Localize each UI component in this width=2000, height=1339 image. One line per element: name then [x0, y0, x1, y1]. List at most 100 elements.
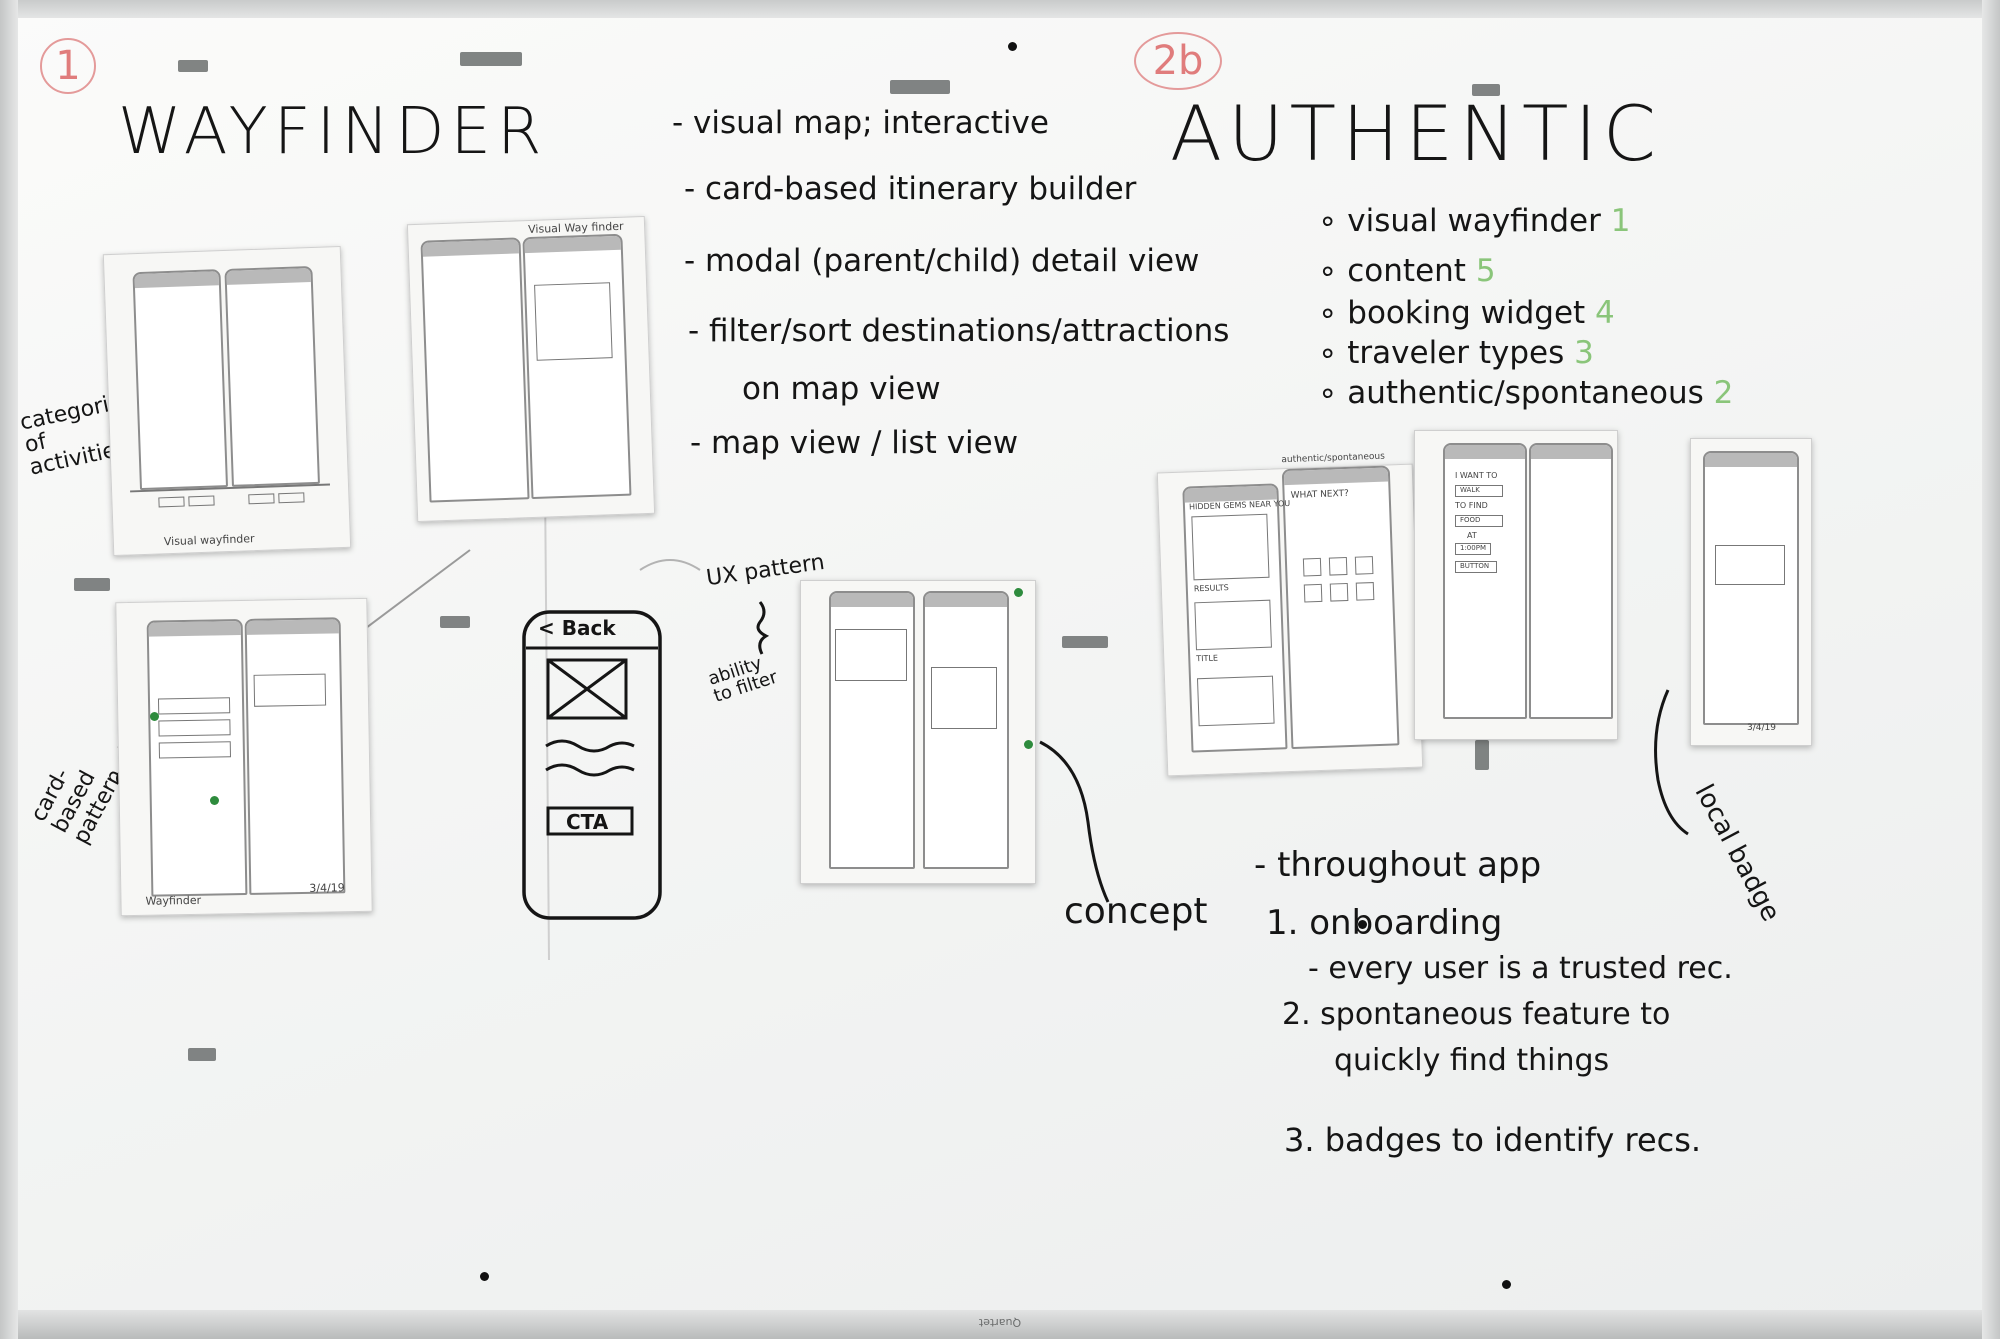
wireframe-filter-list	[931, 667, 997, 729]
rank-badge: 3	[1574, 335, 1594, 371]
green-sticker-dot	[1024, 740, 1033, 749]
feature-bullet-text: authentic/spontaneous	[1347, 375, 1704, 411]
feature-bullet-text: booking widget	[1347, 295, 1586, 331]
wireframe-phone	[1443, 443, 1527, 719]
magnet-dot	[1008, 42, 1017, 51]
wireframe-phone	[420, 237, 530, 503]
magnet-dot	[1358, 920, 1367, 929]
list-line: 2. spontaneous feature to	[1282, 997, 1671, 1032]
wireframe-phone	[132, 269, 229, 491]
tape-strip	[1472, 84, 1500, 96]
feature-bullet-text: content	[1347, 253, 1466, 289]
wireframe-sheet: I WANT TO WALK TO FIND FOOD AT 1:00PM BU…	[1414, 430, 1618, 740]
note-line: - card-based itinerary builder	[684, 171, 1137, 207]
wireframe-button: BUTTON	[1455, 561, 1497, 573]
feature-bullet-text: visual wayfinder	[1347, 203, 1601, 239]
rank-badge: 1	[1610, 203, 1631, 239]
green-sticker-dot	[210, 796, 219, 805]
board-frame-left	[0, 0, 18, 1339]
wireframe-map	[835, 629, 907, 681]
sketch-cta-label: CTA	[566, 810, 609, 834]
wireframe-phone	[224, 265, 320, 487]
wireframe-phone	[1529, 443, 1613, 719]
section-number-circle: 2b	[1134, 32, 1222, 90]
tape-strip	[440, 616, 470, 628]
rank-badge: 2	[1713, 375, 1734, 411]
green-sticker-dot	[150, 712, 159, 721]
feature-bullet: ∘ authentic/spontaneous 2	[1318, 375, 1734, 411]
wireframe-tile	[1329, 582, 1349, 602]
wireframe-field: WALK	[1455, 485, 1503, 497]
wireframe-phone	[244, 617, 346, 895]
sheet-text: RESULTS	[1193, 583, 1229, 594]
magnet-dot	[1502, 1280, 1511, 1289]
wireframe-button	[188, 495, 215, 507]
rank-badge: 5	[1475, 253, 1496, 289]
wireframe-phone	[923, 591, 1009, 869]
wireframe-card	[158, 719, 231, 737]
wireframe-image	[1194, 599, 1272, 651]
list-line: quickly find things	[1334, 1043, 1610, 1078]
feature-bullet: ∘ booking widget 4	[1318, 295, 1615, 331]
tape-strip	[1475, 740, 1489, 770]
sheet-text: I WANT TO	[1455, 471, 1498, 480]
wireframe-card	[158, 741, 232, 759]
note-line: - visual map; interactive	[672, 105, 1049, 141]
label-concept: concept	[1064, 891, 1208, 932]
tape-strip	[188, 1048, 216, 1061]
wireframe-sheet: Wayfinder 3/4/19	[115, 597, 373, 917]
wireframe-sheet: 3/4/19	[1690, 438, 1812, 746]
wireframe-tile	[1302, 557, 1322, 577]
tape-strip	[178, 60, 208, 72]
wireframe-phone	[522, 233, 632, 500]
board-frame-right	[1982, 0, 2000, 1339]
wireframe-button	[158, 496, 185, 508]
note-line: on map view	[742, 371, 941, 407]
wireframe-image	[1715, 545, 1785, 585]
wireframe-phone	[1281, 465, 1400, 750]
wireframe-card	[157, 697, 231, 715]
wireframe-tile	[1303, 583, 1323, 603]
feature-bullet: ∘ traveler types 3	[1318, 335, 1594, 371]
green-sticker-dot	[1014, 588, 1023, 597]
feature-bullet: ∘ visual wayfinder 1	[1318, 203, 1631, 239]
wireframe-image	[1196, 675, 1275, 727]
board-frame-top	[0, 0, 2000, 18]
wireframe-map	[534, 282, 613, 361]
list-line: - every user is a trusted rec.	[1308, 951, 1733, 986]
note-line: - filter/sort destinations/attractions	[688, 313, 1230, 349]
wireframe-map	[1191, 513, 1270, 581]
sketch-back-label: < Back	[538, 616, 616, 640]
note-line: - map view / list view	[690, 425, 1019, 461]
section-number-circle: 1	[40, 38, 96, 94]
wireframe-button	[278, 492, 305, 504]
sheet-caption: Wayfinder	[145, 893, 202, 908]
tape-strip	[1062, 636, 1108, 648]
tape-strip	[460, 52, 522, 66]
cta-phone-sketch	[522, 610, 662, 920]
sheet-text: TITLE	[1196, 653, 1219, 664]
section-title-authentic: AUTHENTIC	[1170, 89, 1662, 178]
wireframe-field: FOOD	[1455, 515, 1503, 527]
feature-bullet-text: traveler types	[1347, 335, 1565, 371]
list-line: 3. badges to identify recs.	[1284, 1121, 1702, 1159]
list-line: 1. onboarding	[1266, 903, 1503, 943]
wireframe-tile	[1355, 582, 1375, 601]
magnet-dot	[480, 1272, 489, 1281]
note-line: - modal (parent/child) detail view	[684, 243, 1200, 279]
list-line: - throughout app	[1254, 845, 1542, 885]
sheet-text: WHAT NEXT?	[1290, 488, 1349, 501]
wireframe-phone	[829, 591, 915, 869]
sheet-text: TO FIND	[1455, 501, 1488, 510]
wireframe-phone	[1703, 451, 1799, 725]
wireframe-tile	[1354, 556, 1374, 575]
tape-strip	[74, 578, 110, 591]
wireframe-field: 1:00PM	[1455, 543, 1491, 555]
sheet-date: 3/4/19	[1747, 723, 1776, 733]
sheet-text: AT	[1467, 531, 1477, 540]
wireframe-button	[248, 493, 275, 505]
wireframe-sheet: Visual wayfinder	[102, 245, 352, 557]
wireframe-sheet	[800, 580, 1036, 884]
sheet-date: 3/4/19	[309, 881, 345, 895]
